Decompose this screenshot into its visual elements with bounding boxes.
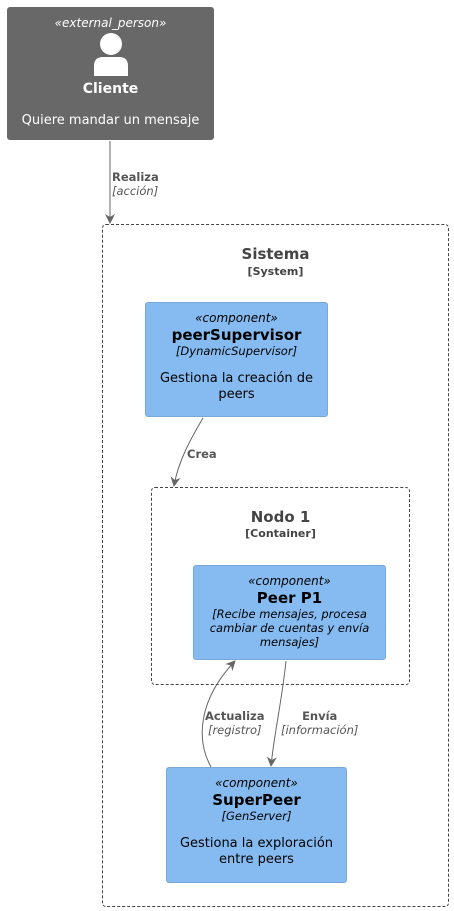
person-cliente[interactable]: «external_person» Cliente Quiere mandar …: [7, 7, 214, 140]
component-technology: [DynamicSupervisor]: [175, 344, 298, 358]
component-stereotype: «component»: [248, 574, 331, 588]
person-name: Cliente: [82, 81, 139, 97]
arrow-crea: [170, 417, 204, 487]
person-stereotype: «external_person»: [54, 16, 167, 30]
container-boundary-nodo: Nodo 1 [Container]: [151, 487, 410, 685]
relation-label-envia: Envía [información]: [281, 709, 359, 737]
component-name: Peer P1: [256, 589, 323, 607]
system-type: [System]: [247, 265, 304, 278]
component-technology: [Recibe mensajes, procesa cambiar de cue…: [209, 607, 370, 649]
component-name: peerSupervisor: [171, 326, 302, 344]
container-title: Nodo 1: [250, 508, 311, 526]
relation-label-crea: Crea: [187, 447, 217, 461]
component-technology: [GenServer]: [221, 809, 292, 823]
component-description: Gestiona la creación de peers: [159, 371, 314, 402]
container-type: [Container]: [245, 527, 316, 540]
system-boundary: Sistema [System]: [102, 224, 449, 907]
component-peer-supervisor[interactable]: «component» peerSupervisor [DynamicSuper…: [145, 302, 328, 417]
component-super-peer[interactable]: «component» SuperPeer [GenServer] Gestio…: [166, 767, 347, 883]
component-peer-p1[interactable]: «component» Peer P1 [Recibe mensajes, pr…: [193, 565, 386, 660]
component-stereotype: «component»: [195, 311, 278, 325]
component-stereotype: «component»: [215, 776, 298, 790]
relation-label-realiza: Realiza [acción]: [112, 170, 159, 198]
component-description: Gestiona la exploración entre peers: [179, 836, 334, 867]
arrow-envia: [266, 660, 287, 767]
relation-label-actualiza: Actualiza [registro]: [205, 709, 265, 737]
component-name: SuperPeer: [212, 791, 301, 809]
system-title: Sistema: [241, 245, 310, 263]
arrow-actualiza: [201, 660, 236, 768]
person-icon: [93, 33, 128, 76]
person-description: Quiere mandar un mensaje: [21, 113, 200, 128]
